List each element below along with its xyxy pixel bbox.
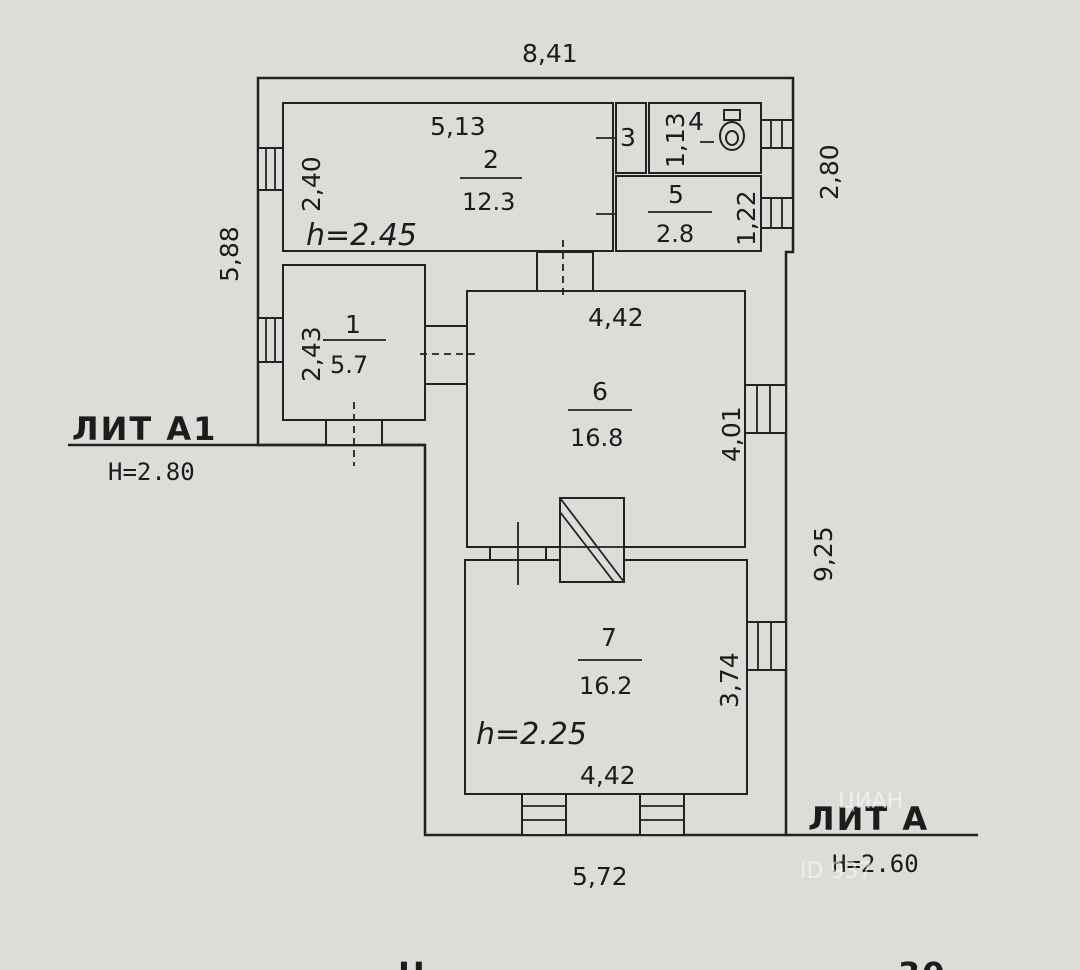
room-7-height: 3,74	[715, 652, 744, 708]
toilet-icon	[719, 109, 745, 151]
room-4-number: 4	[688, 107, 704, 136]
window-bottom-left	[521, 793, 567, 836]
room-4-dim: 1,13	[661, 112, 690, 168]
overall-height-right-top: 2,80	[815, 144, 844, 200]
room-7-number: 7	[601, 623, 617, 652]
room-6-height: 4,01	[717, 406, 746, 462]
room-6-width: 4,42	[588, 303, 644, 332]
window-left-lower	[257, 317, 284, 363]
overall-width-bottom: 5,72	[572, 862, 628, 891]
room-6-number: 6	[592, 377, 608, 406]
room-2-area: 12.3	[462, 188, 515, 216]
room-7-area: 16.2	[579, 672, 632, 700]
window-left-upper	[257, 147, 284, 191]
bottom-partial-right: 30	[898, 955, 947, 970]
overall-height-right-main: 9,25	[809, 526, 838, 582]
window-right-room5	[760, 197, 794, 229]
window-right-room4	[760, 119, 794, 149]
door-room6-room7	[489, 522, 547, 585]
door-room1-room6	[420, 325, 480, 385]
overall-width-top: 8,41	[522, 39, 578, 68]
room-5-number: 5	[668, 180, 684, 209]
door-room1-bottom	[325, 402, 383, 466]
room-2-width: 5,13	[430, 112, 486, 141]
bottom-partial-left: Н	[398, 955, 427, 970]
room-6-area: 16.8	[570, 424, 623, 452]
stove-icon	[559, 497, 625, 583]
window-bottom-right	[639, 793, 685, 836]
lit-a-label: ЛИТ А	[808, 800, 929, 838]
room-2-ceiling: h=2.45	[306, 218, 417, 253]
watermark-id: ID 937	[800, 859, 872, 884]
room-2-number: 2	[483, 145, 499, 174]
room-2-height: 2,40	[297, 156, 326, 212]
door-room2-corridor	[536, 240, 594, 298]
lit-a1-label: ЛИТ А1	[72, 410, 217, 448]
lit-a1-height: H=2.80	[108, 458, 195, 486]
room-5-area: 2.8	[656, 220, 694, 248]
room-5-dim: 1,22	[732, 190, 761, 246]
room-1-area: 5.7	[330, 351, 368, 379]
room-1-number: 1	[345, 310, 361, 339]
overall-height-left: 5,88	[215, 226, 244, 282]
room-7-width: 4,42	[580, 761, 636, 790]
room-3-number: 3	[620, 123, 636, 152]
lit-a-height: H=2.60	[832, 850, 919, 878]
window-right-room7	[746, 621, 787, 671]
window-right-room6	[744, 384, 787, 434]
watermark-brand: ЦИАН	[838, 789, 903, 814]
room-1-dim: 2,43	[297, 326, 326, 382]
room-7-ceiling: h=2.25	[476, 717, 587, 752]
